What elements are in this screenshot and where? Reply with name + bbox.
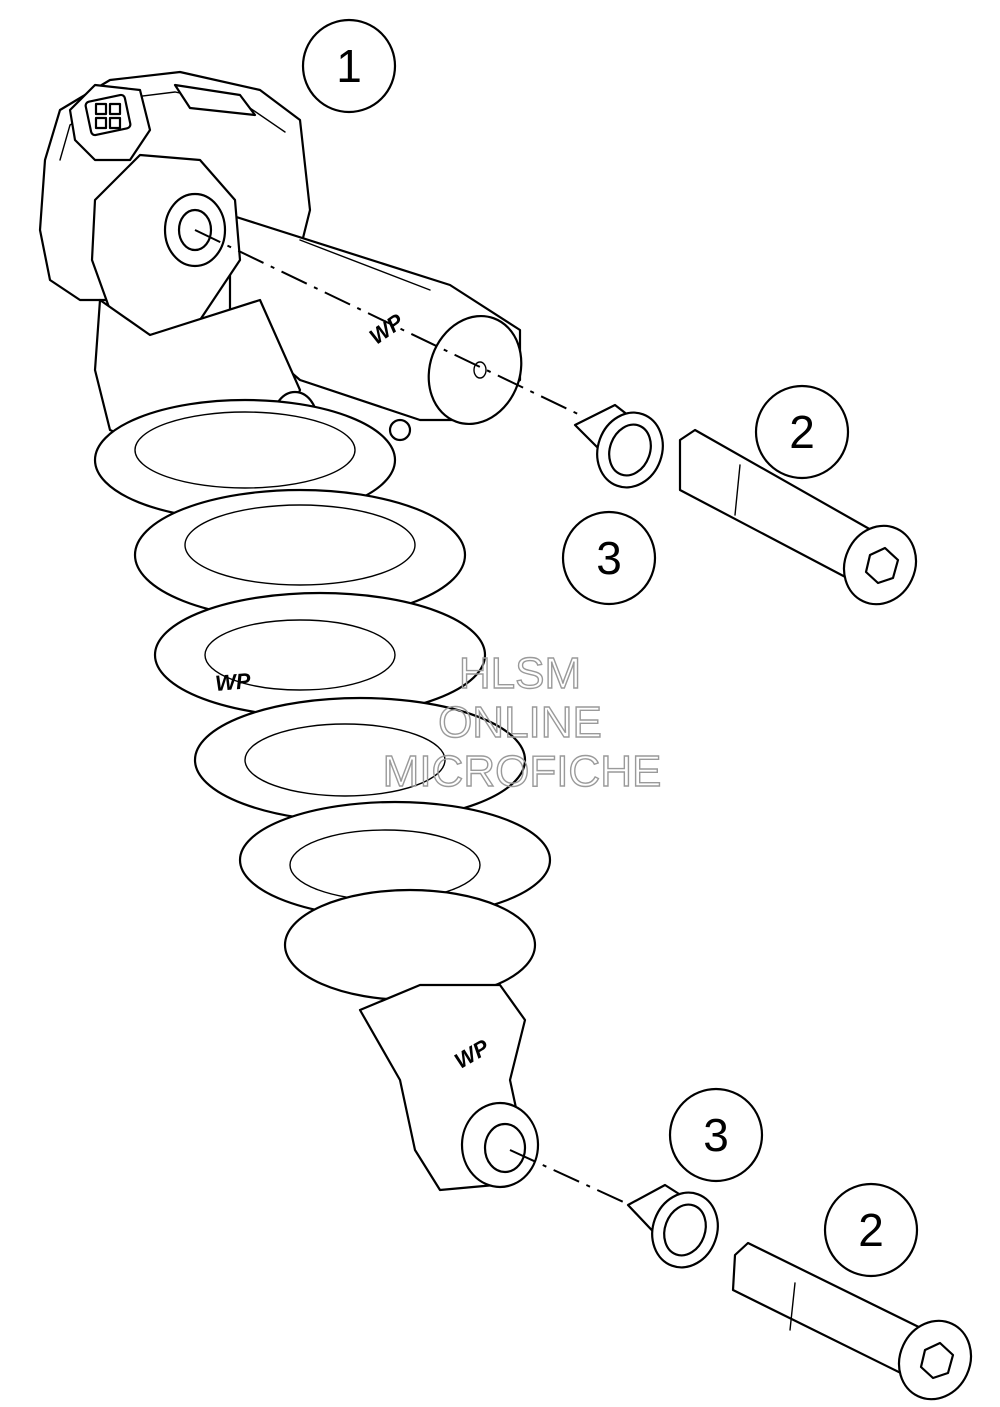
callout-3-lower-label: 3 [703, 1109, 729, 1161]
watermark-line-2: ONLINE [438, 698, 602, 747]
callout-1[interactable]: 1 [301, 18, 397, 114]
callout-2-lower[interactable]: 2 [823, 1182, 919, 1278]
upper-axis-line [194, 229, 581, 416]
lower-spacer-bushing [626, 1183, 719, 1269]
callout-2-upper-label: 2 [789, 406, 815, 458]
callout-3-upper[interactable]: 3 [561, 510, 657, 606]
upper-spacer-bushing [573, 403, 664, 489]
watermark-line-3: MICROFICHE [383, 747, 662, 796]
callout-2-lower-label: 2 [858, 1204, 884, 1256]
callout-2-upper[interactable]: 2 [754, 384, 850, 480]
lower-axis-line [509, 1149, 631, 1206]
electrical-connector [68, 83, 152, 162]
wp-logo-spring: WP [214, 668, 252, 696]
upper-bolt [678, 428, 918, 606]
lower-bolt [731, 1241, 973, 1401]
coil-spring: WP [93, 398, 552, 1002]
lower-clevis: WP [358, 983, 540, 1192]
callout-3-lower[interactable]: 3 [668, 1087, 764, 1183]
callout-1-label: 1 [336, 40, 362, 92]
callout-3-upper-label: 3 [596, 532, 622, 584]
watermark-line-1: HLSM [459, 649, 581, 698]
watermark: HLSM ONLINE MICROFICHE [382, 648, 662, 796]
upper-mount-eye [90, 153, 242, 337]
